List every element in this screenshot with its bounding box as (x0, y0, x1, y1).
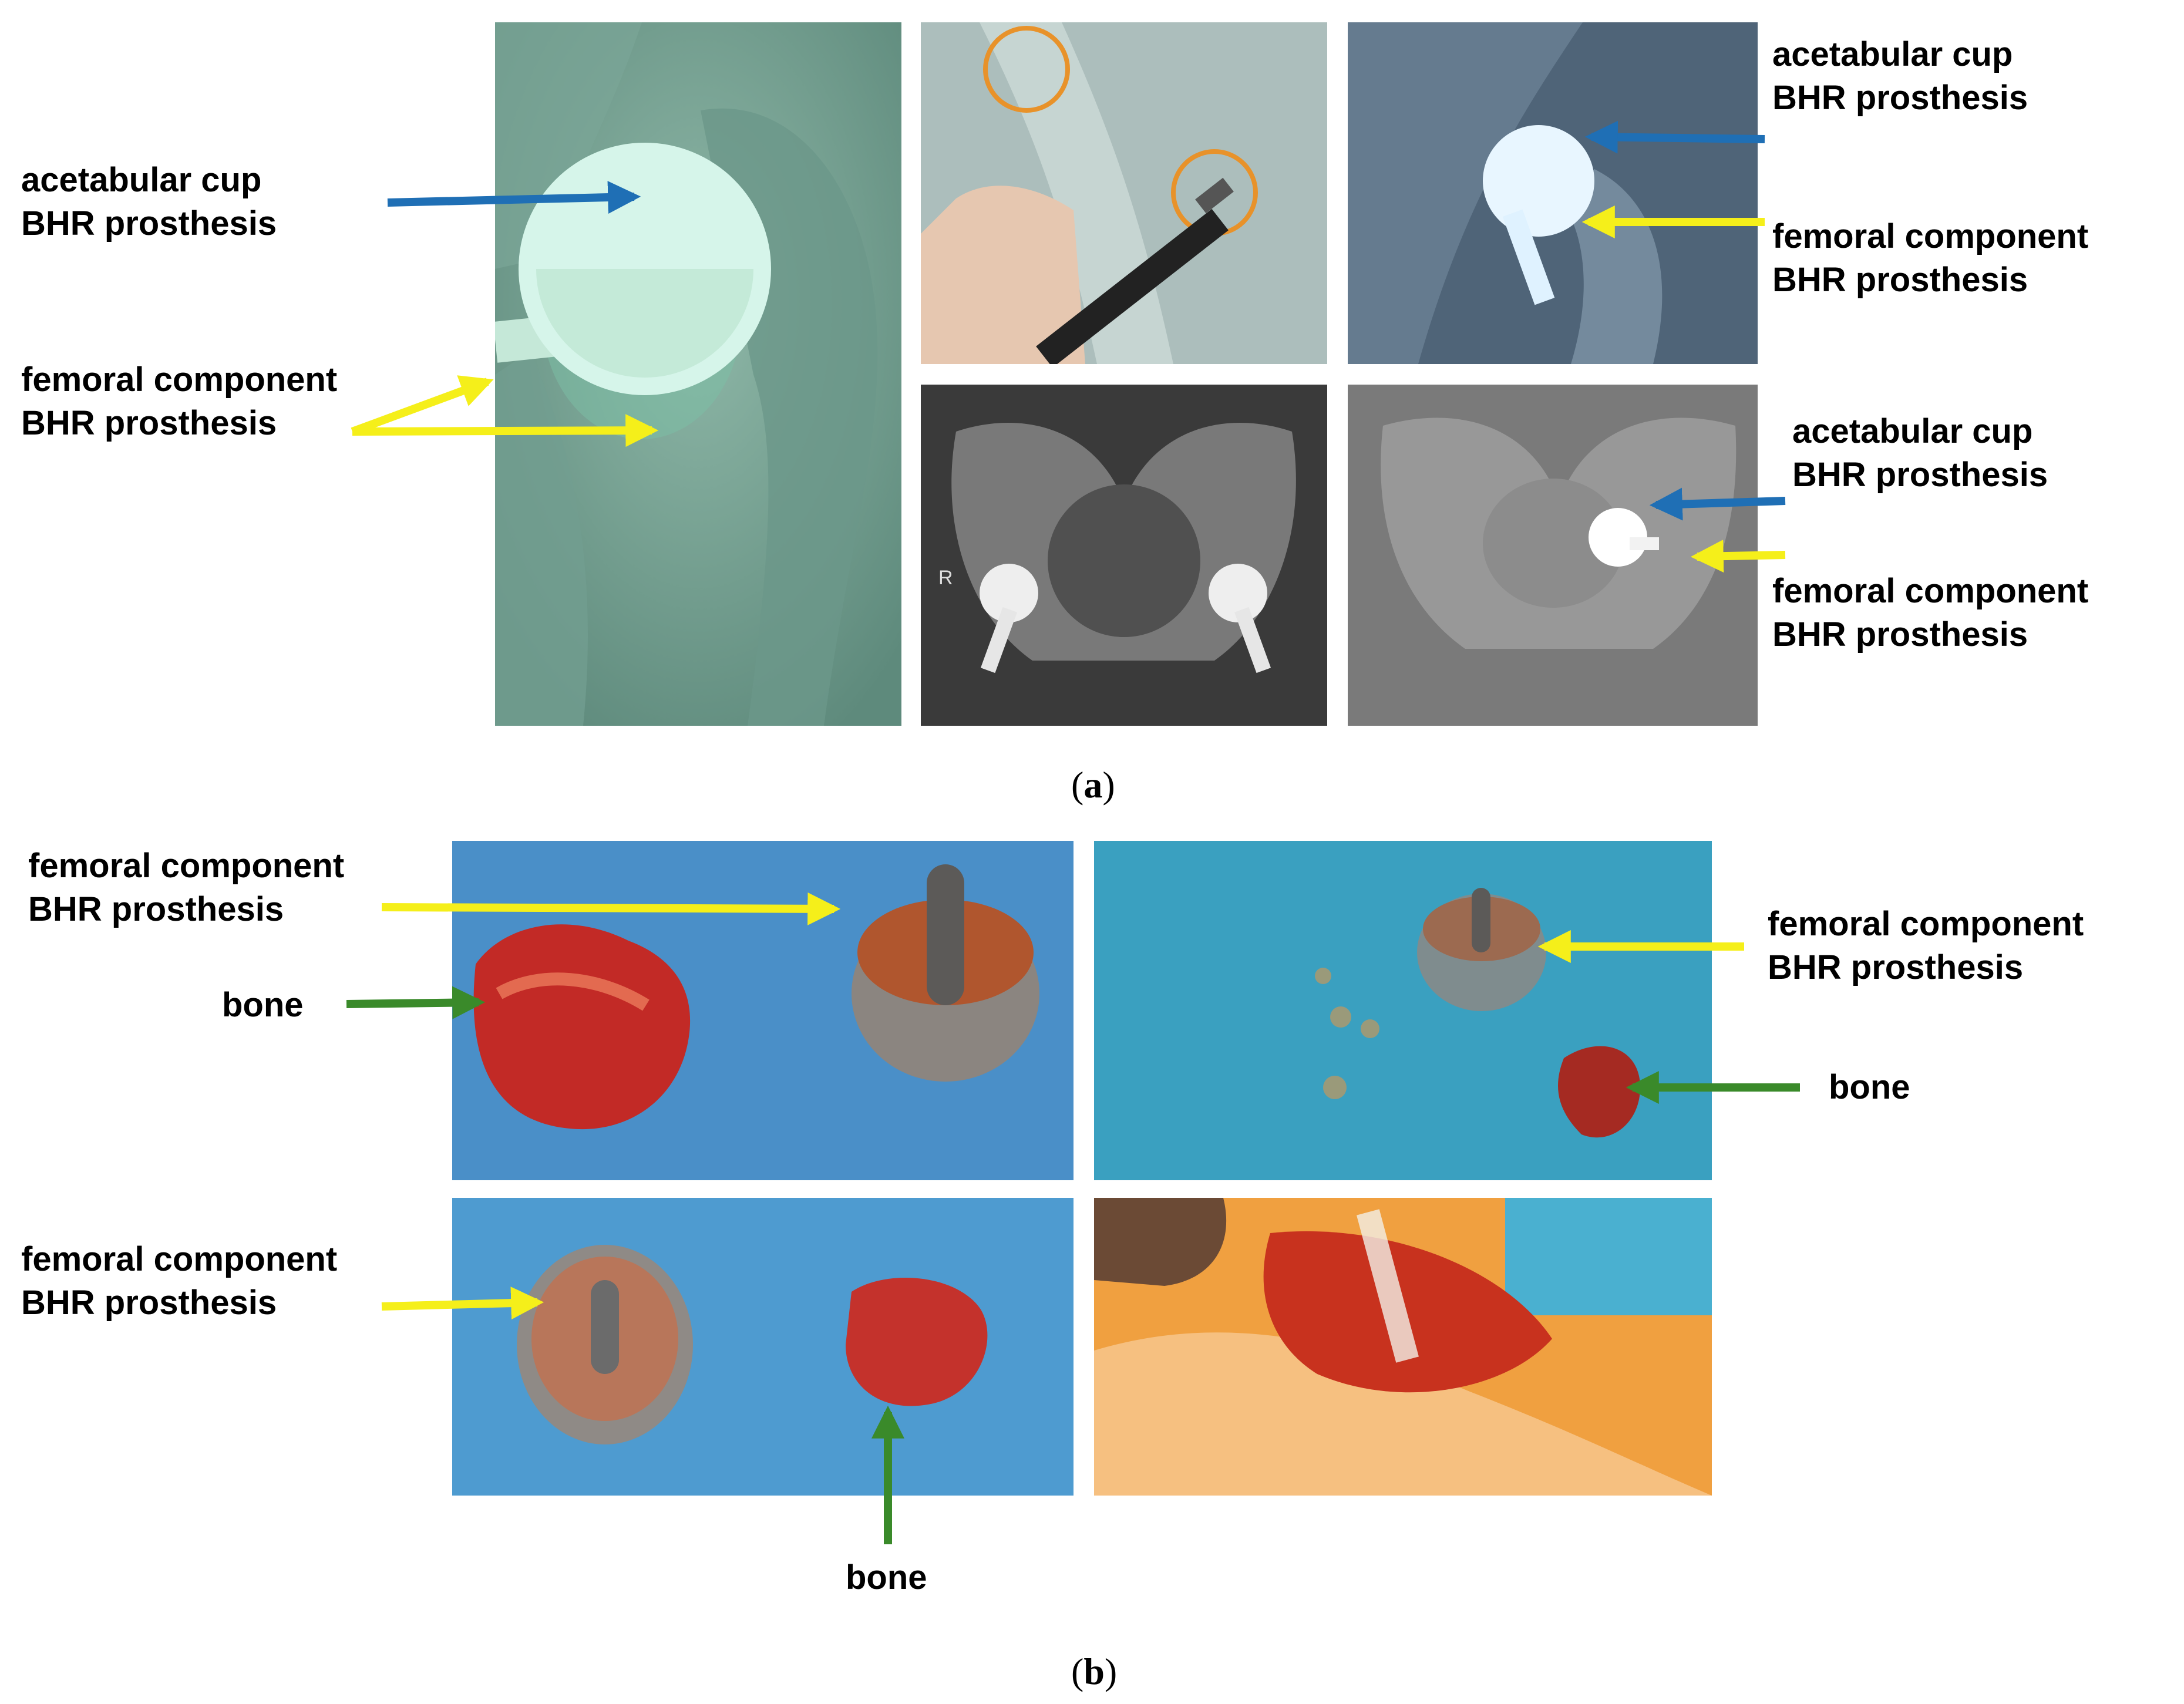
xray-hip-large (495, 22, 901, 726)
label-femoral-component-b-bottom-left: femoral component BHR prosthesis (21, 1238, 337, 1325)
xray-pelvis-unilateral (1348, 385, 1758, 726)
label-femoral-component-left: femoral component BHR prosthesis (21, 358, 337, 445)
side-marker: R (938, 567, 953, 589)
preoperative-planning-photo (921, 22, 1327, 364)
label-line-1: acetabular cup (1792, 412, 2033, 450)
label-line-2: BHR prosthesis (21, 204, 277, 243)
caption-b-open: ( (1071, 1651, 1084, 1692)
caption-a-close: ) (1102, 764, 1115, 806)
label-acetabular-cup-top-right: acetabular cup BHR prosthesis (1772, 33, 2028, 120)
label-line-1: femoral component (21, 1240, 338, 1278)
caption-a: (a) (1071, 763, 1115, 807)
label-line-2: BHR prosthesis (1772, 615, 2028, 654)
arrow-yellow-femoral-left-1 (351, 375, 494, 436)
label-bone-b-top-right: bone (1829, 1068, 1910, 1106)
label-line-1: acetabular cup (1772, 35, 2013, 73)
label-bone-b-top-left: bone (222, 986, 304, 1024)
caption-b-letter: b (1083, 1651, 1105, 1692)
photo-explant-3 (452, 1198, 1074, 1496)
label-line-2: BHR prosthesis (1772, 261, 2028, 299)
arrow-blue-cup-top-right (1584, 120, 1765, 154)
label-femoral-component-b-top-right: femoral component BHR prosthesis (1768, 902, 2084, 989)
label-line-2: BHR prosthesis (21, 404, 277, 442)
label-line-1: femoral component (1772, 572, 2089, 610)
label-line-1: femoral component (28, 847, 345, 885)
caption-a-letter: a (1083, 764, 1103, 806)
arrow-blue-cup-left (387, 181, 641, 214)
label-line-1: acetabular cup (21, 161, 262, 199)
arrow-blue-cup-bottom-right (1649, 487, 1786, 521)
photo-surgery (1094, 1198, 1712, 1496)
label-line-2: BHR prosthesis (28, 890, 284, 928)
label-acetabular-cup-bottom-right: acetabular cup BHR prosthesis (1792, 410, 2048, 497)
arrow-green-bone-b-top-left (346, 986, 486, 1019)
caption-b: (b) (1071, 1650, 1117, 1693)
label-line-2: BHR prosthesis (1768, 948, 2024, 986)
label-femoral-component-bottom-right: femoral component BHR prosthesis (1772, 570, 2088, 656)
photo-explant-2 (1094, 841, 1712, 1180)
photo-explant-1 (452, 841, 1074, 1180)
label-line-2: BHR prosthesis (1772, 79, 2028, 117)
arrow-yellow-femoral-b-top-left (381, 892, 841, 925)
label-acetabular-cup-left: acetabular cup BHR prosthesis (21, 159, 277, 245)
caption-b-close: ) (1104, 1651, 1118, 1692)
label-femoral-component-top-right: femoral component BHR prosthesis (1772, 215, 2088, 302)
label-line-1: femoral component (1772, 217, 2089, 255)
label-line-1: femoral component (21, 361, 338, 399)
arrow-yellow-femoral-bottom-right (1690, 540, 1786, 573)
label-line-1: femoral component (1768, 905, 2084, 943)
label-femoral-component-b-top-left: femoral component BHR prosthesis (28, 844, 344, 931)
caption-a-open: ( (1071, 764, 1084, 806)
label-line-2: BHR prosthesis (1792, 456, 2048, 494)
label-bone-b-bottom-left: bone (846, 1558, 927, 1597)
arrow-yellow-femoral-left-2 (352, 414, 659, 447)
label-line-2: BHR prosthesis (21, 1284, 277, 1322)
arrow-yellow-femoral-b-bottom-left (381, 1287, 544, 1320)
xray-pelvis-bilateral: R (921, 385, 1327, 726)
